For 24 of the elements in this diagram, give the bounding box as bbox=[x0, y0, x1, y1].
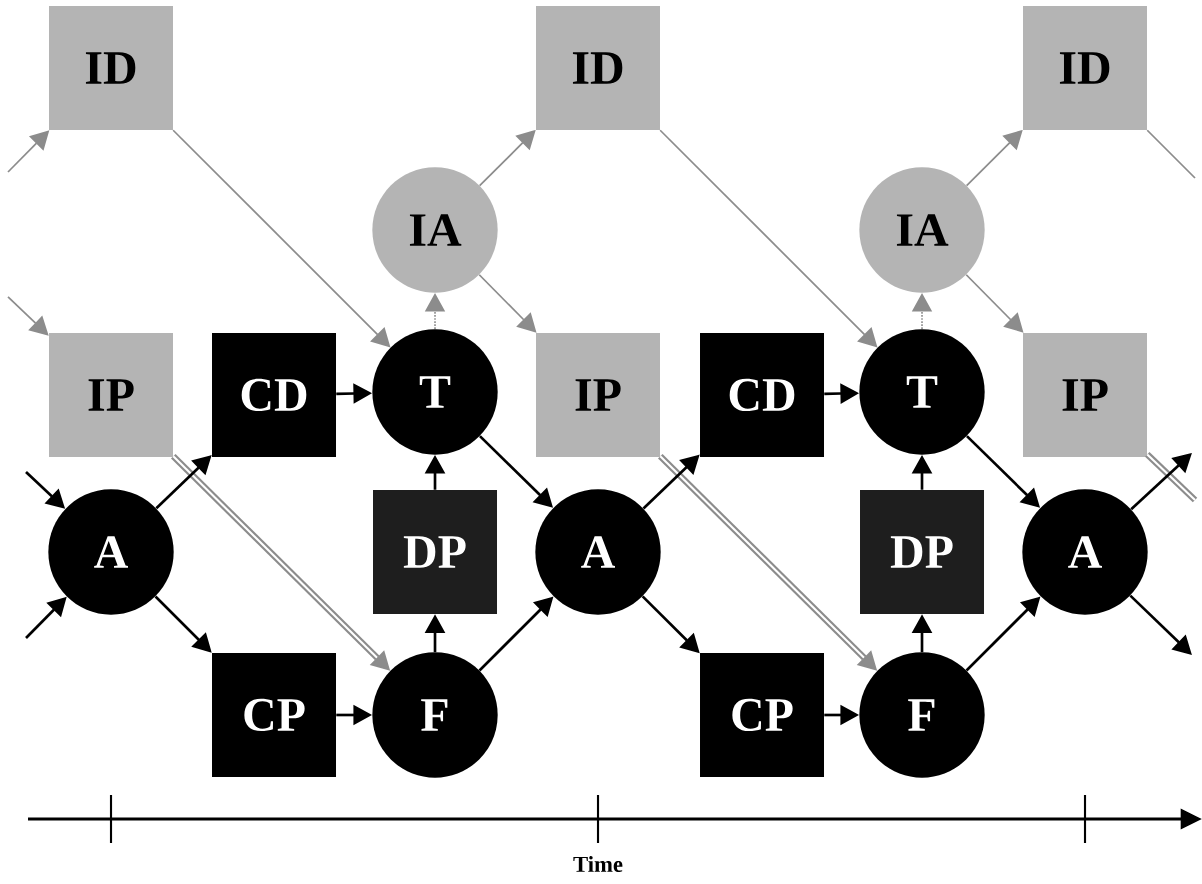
process-box: CD bbox=[212, 333, 336, 457]
process-box: DP bbox=[860, 490, 984, 614]
process-box: CP bbox=[700, 653, 824, 777]
connector-line bbox=[1145, 452, 1198, 503]
arrow bbox=[1129, 594, 1192, 655]
axis-label: Time bbox=[573, 856, 623, 872]
arrow bbox=[154, 595, 212, 653]
shaded-box: ID bbox=[536, 6, 660, 130]
process-box: CD bbox=[700, 333, 824, 457]
shaded-box: IP bbox=[49, 333, 173, 457]
shaded-box: IP bbox=[1023, 333, 1147, 457]
process-box: DP bbox=[373, 490, 497, 614]
arrow bbox=[478, 273, 537, 333]
process-box: CP bbox=[212, 653, 336, 777]
connector-line bbox=[1146, 129, 1196, 179]
arrow bbox=[172, 129, 391, 348]
arrow bbox=[659, 129, 878, 348]
shaded-box: IP bbox=[536, 333, 660, 457]
shaded-box: ID bbox=[1023, 6, 1147, 130]
arrow bbox=[965, 273, 1024, 333]
arrow bbox=[1130, 453, 1192, 511]
arrow bbox=[155, 455, 212, 510]
shaded-box: ID bbox=[49, 6, 173, 130]
arrow bbox=[7, 296, 49, 336]
